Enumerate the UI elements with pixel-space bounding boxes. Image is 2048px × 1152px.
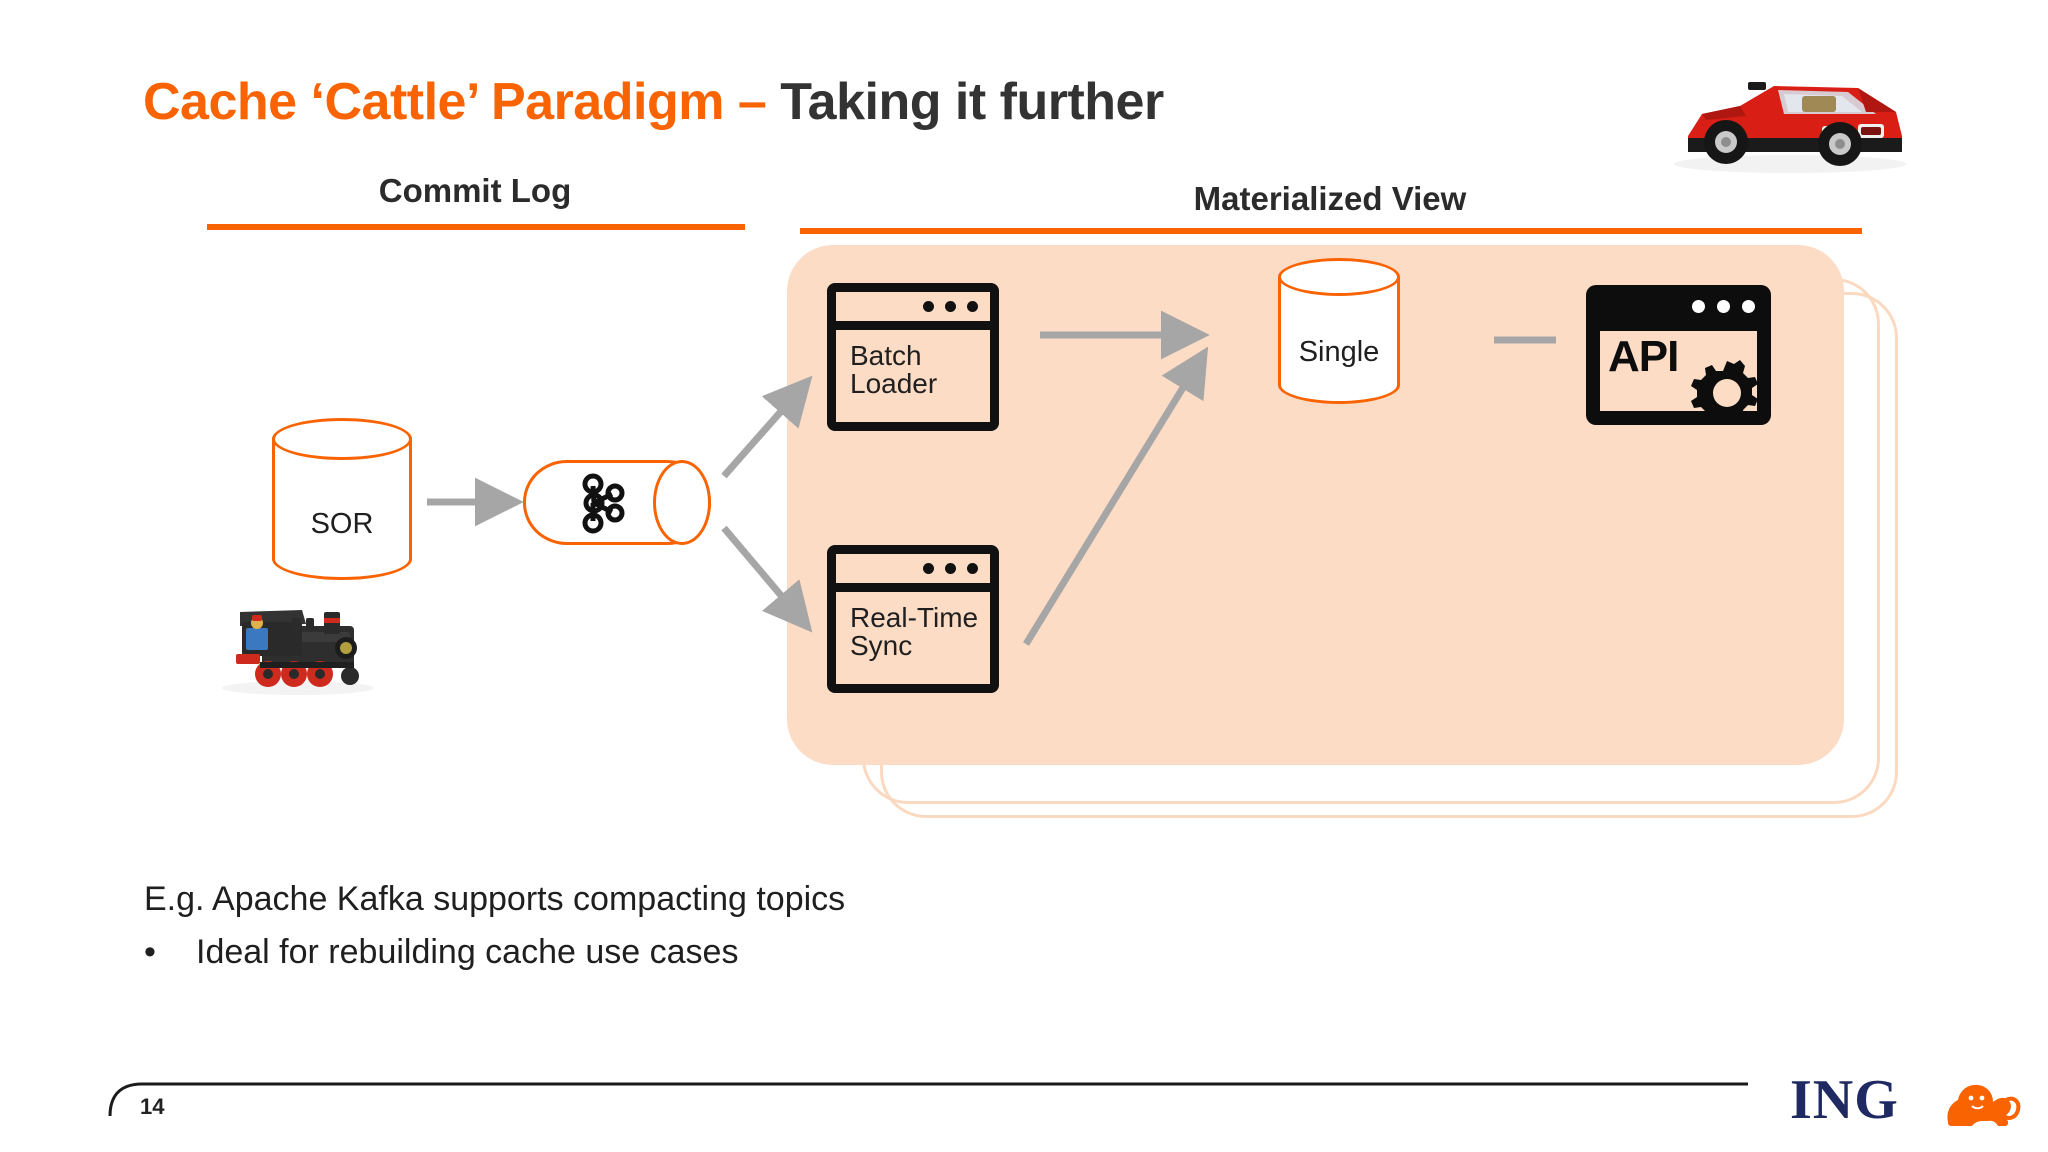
- window-dot-icon: [1692, 299, 1705, 313]
- api-screen: API: [1600, 331, 1757, 411]
- window-dot-icon: [923, 301, 934, 312]
- sor-datastore: SOR: [272, 418, 412, 580]
- window-dot-icon: [967, 301, 978, 312]
- lego-train-image: [206, 588, 382, 698]
- window-title-bar: [836, 554, 990, 592]
- page-title-plain: Taking it further: [780, 73, 1164, 131]
- section-header-materialized-view: Materialized View: [1193, 180, 1467, 217]
- ing-wordmark: ING: [1790, 1069, 1899, 1131]
- page-number: 14: [140, 1094, 165, 1119]
- pipe-end-cap: [653, 460, 711, 545]
- page-title: Cache ‘Cattle’ Paradigm – Taking it furt…: [143, 72, 1164, 132]
- batch-loader-label: Batch Loader: [850, 340, 938, 399]
- window-dot-icon: [1742, 299, 1755, 313]
- cylinder-top: [272, 418, 412, 460]
- window-dot-icon: [967, 563, 978, 574]
- window-dot-icon: [945, 301, 956, 312]
- window-dot-icon: [945, 563, 956, 574]
- single-label: Single: [1298, 336, 1380, 368]
- window-dot-icon: [1717, 299, 1730, 313]
- kafka-logo-icon: [571, 472, 633, 534]
- gear-icon: [1691, 355, 1757, 411]
- body-text-block: E.g. Apache Kafka supports compacting to…: [144, 880, 845, 972]
- commit-log-pipe: [523, 460, 711, 545]
- window-title-bar: [1586, 285, 1771, 327]
- window-title-bar: [836, 292, 990, 330]
- materialized-datastore: Single: [1278, 258, 1400, 404]
- body-bullet-item: • Ideal for rebuilding cache use cases: [144, 933, 845, 972]
- section-rule-commit-log: [207, 224, 745, 230]
- body-bullet-text: Ideal for rebuilding cache use cases: [196, 933, 739, 972]
- sor-label: SOR: [310, 508, 374, 540]
- api-label: API: [1608, 332, 1679, 381]
- api-endpoint-node: API: [1586, 285, 1771, 425]
- section-header-commit-log: Commit Log: [378, 172, 572, 209]
- section-rule-materialized-view: [800, 228, 1862, 234]
- bullet-marker: •: [144, 933, 156, 972]
- real-time-sync-label: Real-Time Sync: [850, 602, 979, 661]
- batch-loader-node: Batch Loader: [827, 283, 999, 431]
- ing-logo: ING: [1790, 1069, 2022, 1140]
- page-title-accent: Cache ‘Cattle’ Paradigm –: [143, 73, 781, 131]
- window-dot-icon: [923, 563, 934, 574]
- body-lead-line: E.g. Apache Kafka supports compacting to…: [144, 880, 846, 918]
- ing-lion-icon: [1938, 1076, 2022, 1132]
- cylinder-top: [1278, 258, 1400, 296]
- lego-car-image: [1662, 62, 1918, 174]
- footer-divider: [108, 1078, 1748, 1118]
- real-time-sync-node: Real-Time Sync: [827, 545, 999, 693]
